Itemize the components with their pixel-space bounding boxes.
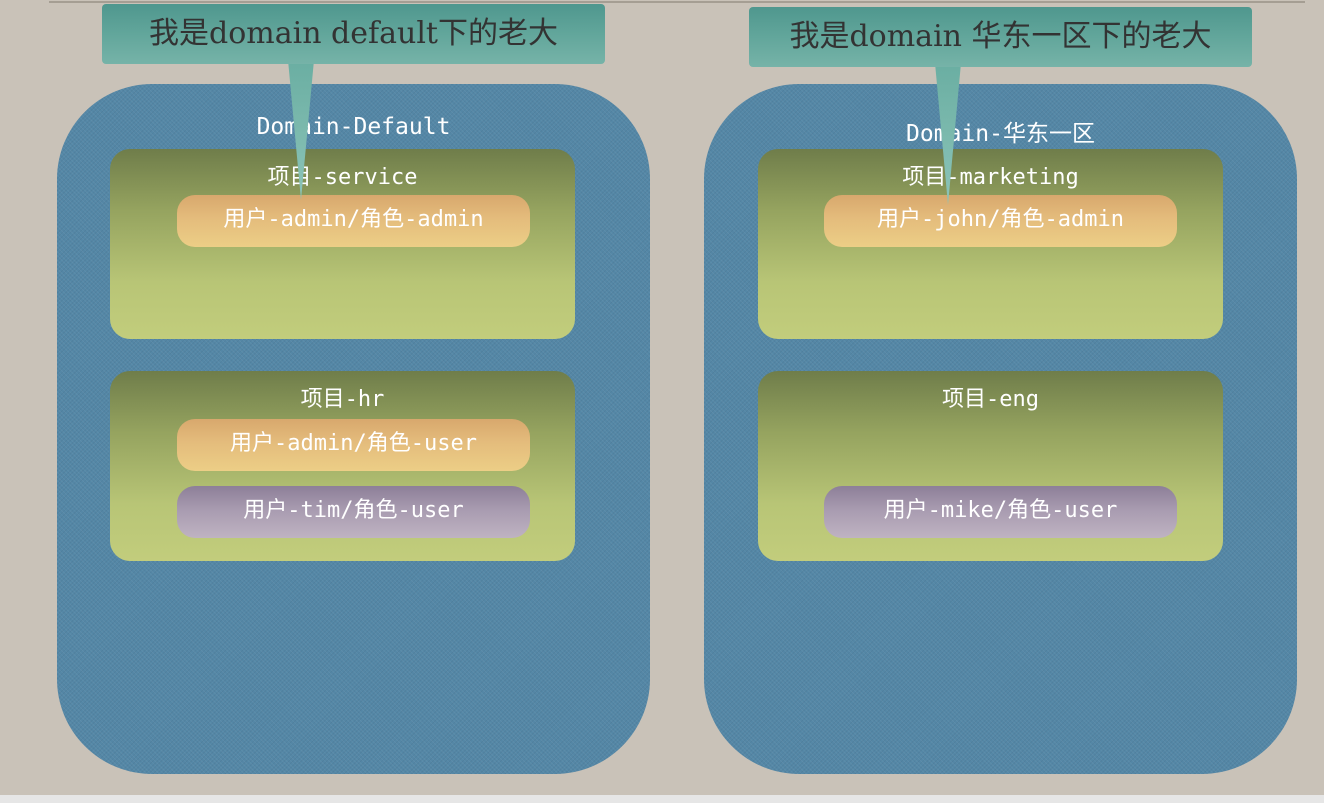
bottom-bar [0,795,1324,803]
domain-default-container: Domain-Default 项目-service 用户-admin/角色-ad… [57,84,650,774]
project-hr: 项目-hr 用户-admin/角色-user 用户-tim/角色-user [110,371,575,561]
project-title: 项目-hr [300,387,385,412]
callout-huadong-admin: 我是domain 华东一区下的老大 [749,7,1252,67]
member-john-admin: 用户-john/角色-admin [824,195,1177,247]
domain-title: Domain-华东一区 [906,121,1095,147]
member-admin-user: 用户-admin/角色-user [177,419,530,471]
member-admin-admin: 用户-admin/角色-admin [177,195,530,247]
callout-default-admin: 我是domain default下的老大 [102,4,605,64]
project-title: 项目-marketing [902,165,1079,190]
project-service: 项目-service 用户-admin/角色-admin [110,149,575,339]
domain-huadong-container: Domain-华东一区 项目-marketing 用户-john/角色-admi… [704,84,1297,774]
project-eng: 项目-eng 用户-mike/角色-user [758,371,1223,561]
project-marketing: 项目-marketing 用户-john/角色-admin [758,149,1223,339]
project-title: 项目-eng [942,387,1039,412]
project-title: 项目-service [267,165,418,190]
member-tim-user: 用户-tim/角色-user [177,486,530,538]
top-divider-line [49,1,1305,3]
member-mike-user: 用户-mike/角色-user [824,486,1177,538]
domain-title: Domain-Default [256,114,451,140]
